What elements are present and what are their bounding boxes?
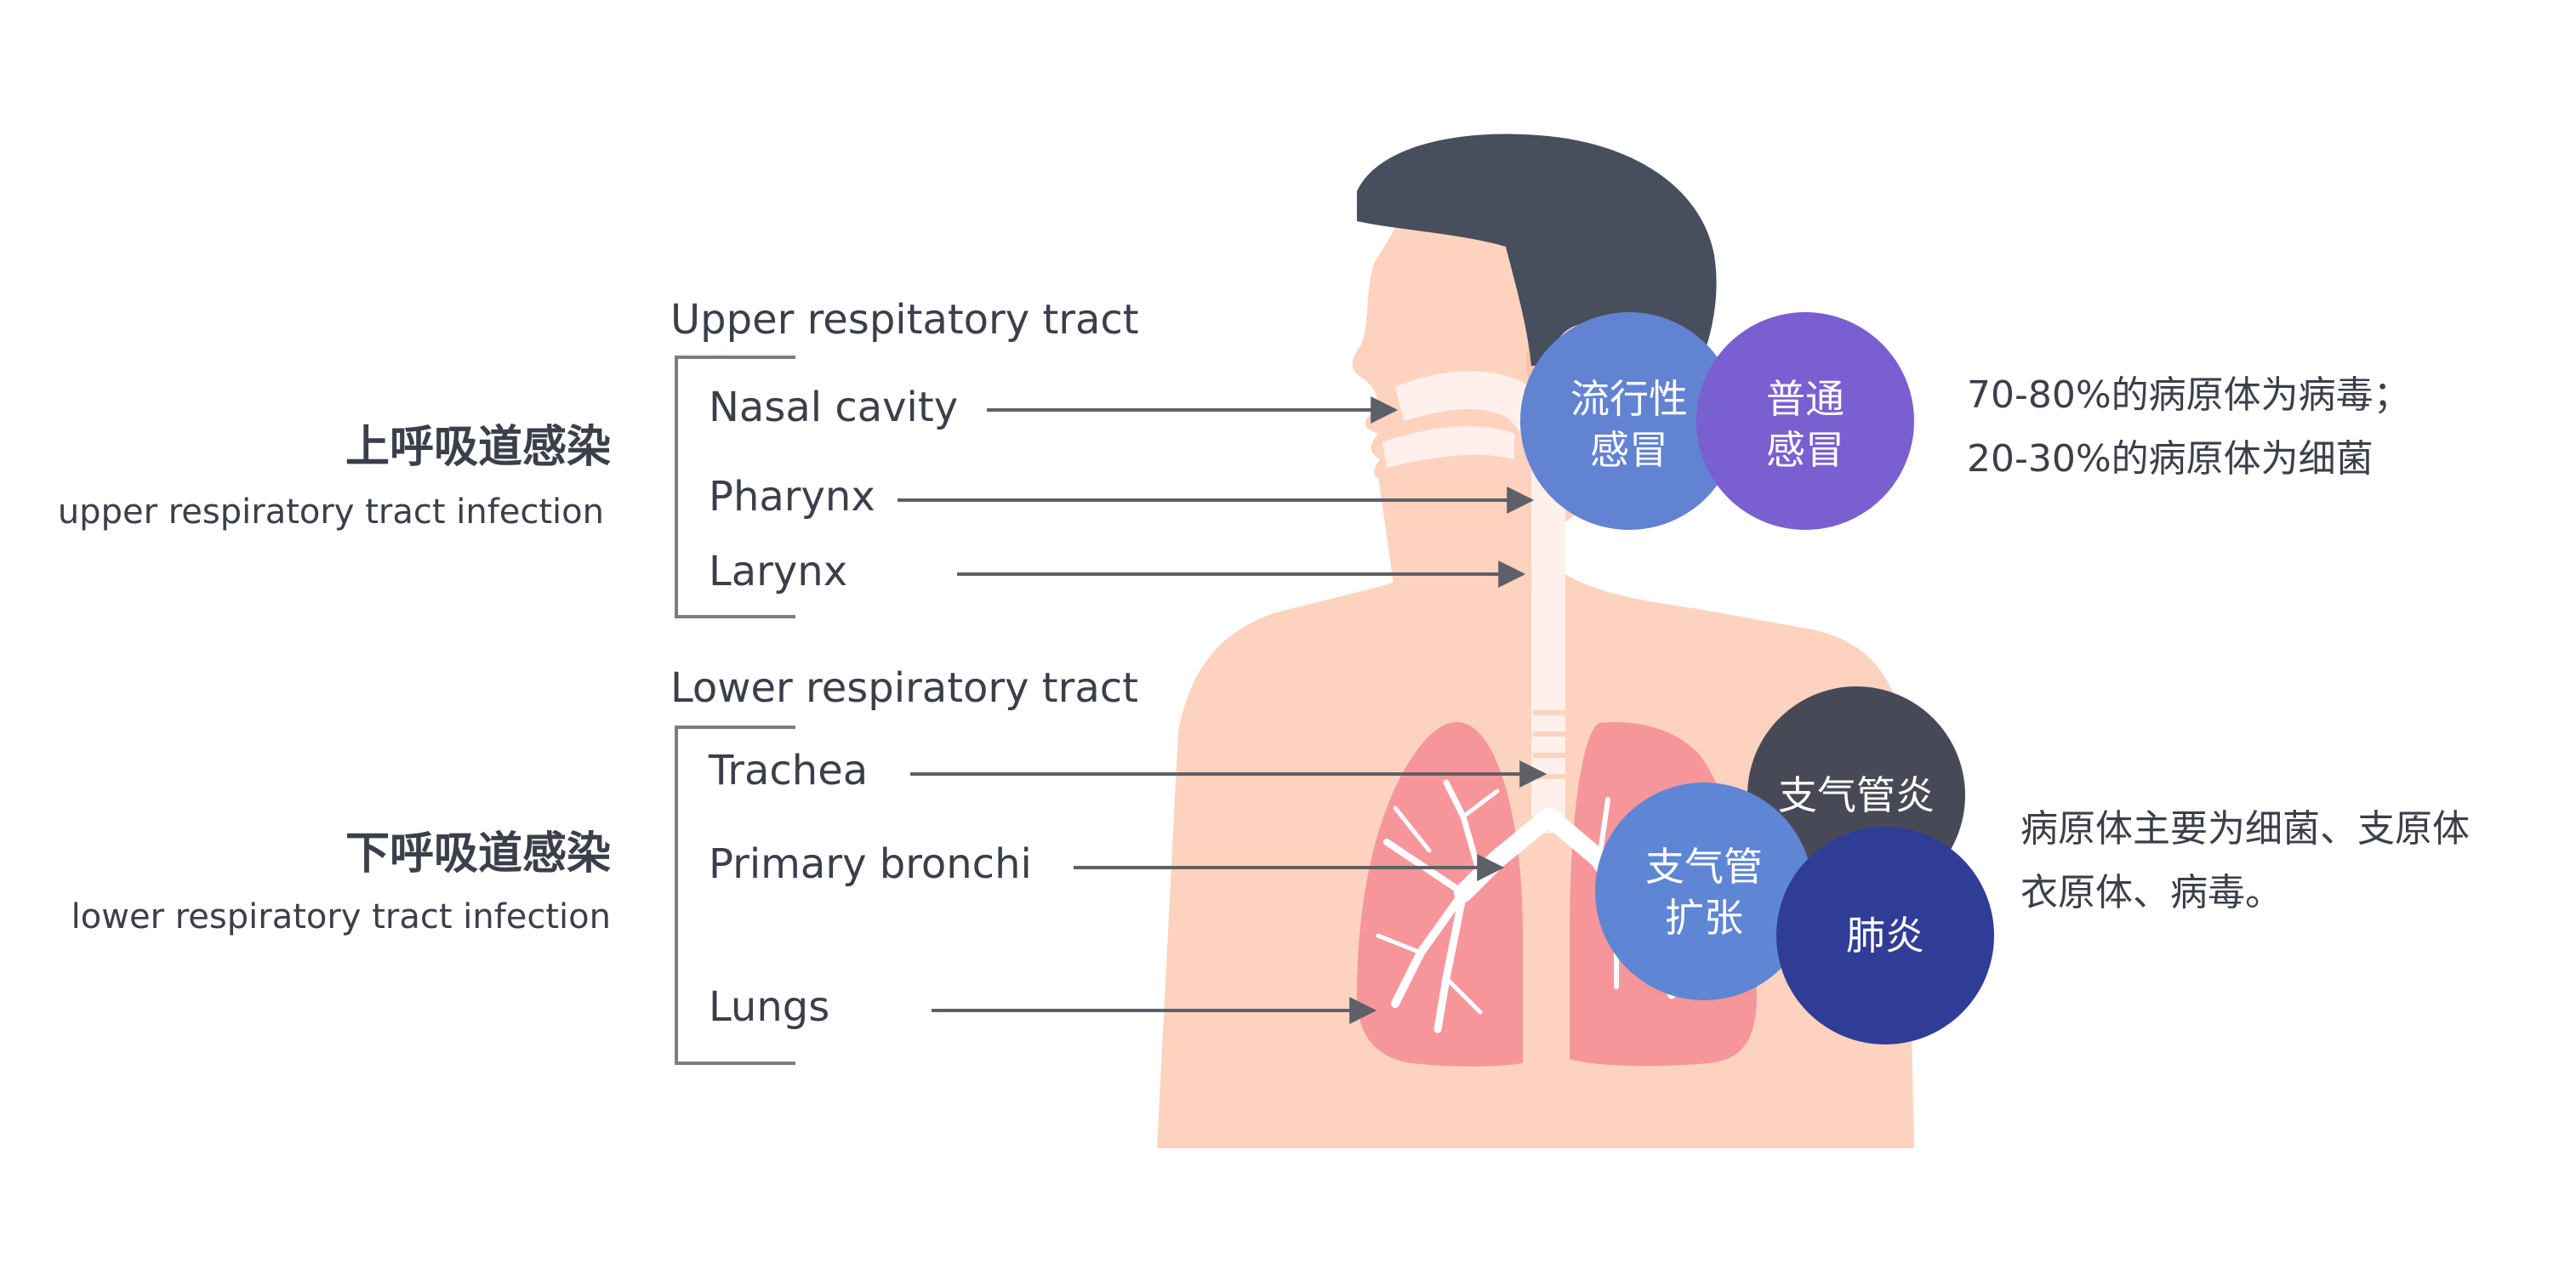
trachea-rings	[1533, 710, 1565, 779]
part-lungs: Lungs	[709, 983, 830, 1031]
bubble-bronchiectasis-label: 支气管 扩张	[1645, 844, 1763, 941]
bubble-common-cold	[1696, 312, 1914, 530]
bubble-bronchitis-label: 支气管炎	[1778, 772, 1935, 818]
lower-note: 病原体主要为细菌、支原体 衣原体、病毒。	[2020, 807, 2470, 914]
pointer-arrows	[898, 396, 1547, 1024]
bubble-common-cold-label: 普通 感冒	[1766, 376, 1844, 473]
lower-bracket	[675, 726, 795, 1065]
bubble-bronchiectasis	[1595, 783, 1813, 1000]
lower-infection-title-cn: 下呼吸道感染	[345, 828, 611, 879]
lower-infection-title-en: lower respiratory tract infection	[71, 897, 611, 936]
upper-bracket	[675, 356, 795, 618]
bubble-influenza	[1520, 312, 1738, 530]
lower-section-label: Lower respiratory tract	[670, 664, 1138, 712]
trachea-shape	[1533, 476, 1565, 834]
part-nasal-cavity: Nasal cavity	[709, 384, 959, 431]
part-primary-bronchi: Primary bronchi	[709, 840, 1032, 888]
upper-infection-title-en: upper respiratory tract infection	[57, 492, 604, 532]
bubble-pneumonia	[1776, 827, 1994, 1044]
bubble-pneumonia-label: 肺炎	[1846, 913, 1924, 959]
bubble-influenza-label: 流行性 感冒	[1570, 376, 1688, 473]
oral-airway	[1382, 426, 1514, 468]
part-trachea: Trachea	[709, 747, 869, 794]
upper-section-label: Upper respitatory tract	[670, 296, 1139, 344]
upper-note: 70-80%的病原体为病毒； 20-30%的病原体为细菌	[1967, 373, 2411, 481]
part-pharynx: Pharynx	[709, 473, 875, 521]
part-larynx: Larynx	[709, 548, 848, 595]
left-lung	[1357, 722, 1523, 1067]
upper-infection-title-cn: 上呼吸道感染	[345, 422, 611, 473]
